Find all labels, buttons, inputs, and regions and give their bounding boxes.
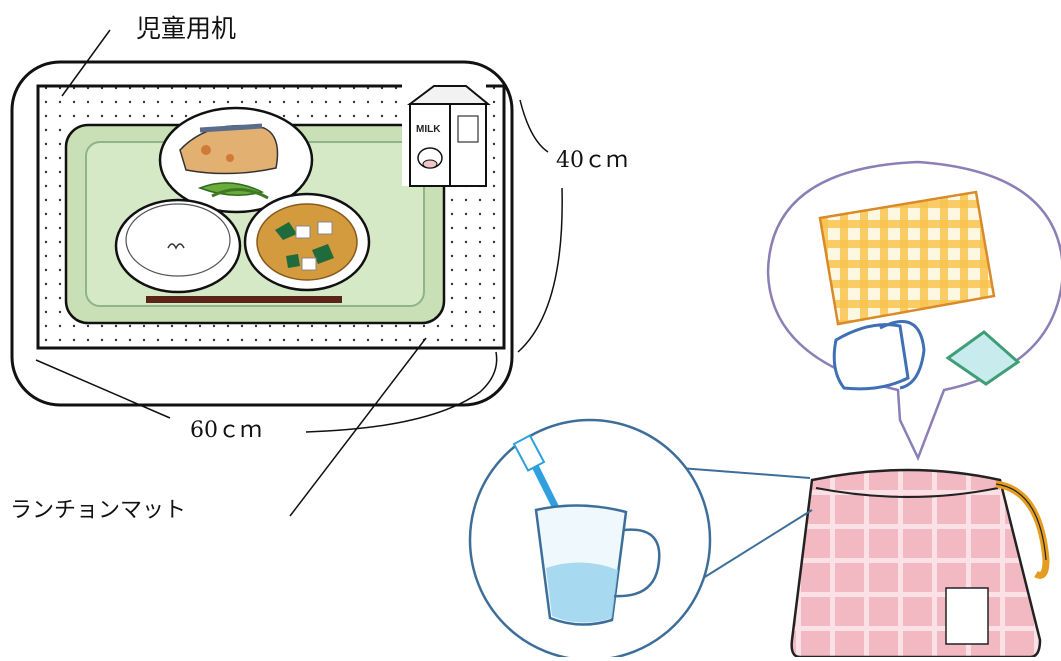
cup-icon: [534, 504, 661, 626]
milk-label: MILK: [416, 124, 441, 135]
chopsticks-icon: [146, 296, 342, 303]
desk-label: 児童用机: [136, 14, 237, 43]
hand-cloth-icon: [945, 330, 1021, 386]
luncheon-mat-label: ランチョンマット: [10, 498, 187, 523]
width-label: 60ｃｍ: [190, 418, 262, 443]
fish-plate-icon: [158, 106, 314, 214]
napkin-icon: [818, 190, 996, 326]
mask-icon: [832, 320, 926, 391]
student-desk: [10, 60, 514, 407]
depth-label: 40ｃｍ: [556, 148, 628, 173]
drawstring-bag-icon: [790, 468, 1050, 659]
milk-carton-icon: MILK: [402, 80, 491, 187]
rice-bowl-icon: [114, 198, 242, 294]
leader-lines: [35, 29, 563, 517]
miso-soup-icon: [243, 192, 371, 292]
